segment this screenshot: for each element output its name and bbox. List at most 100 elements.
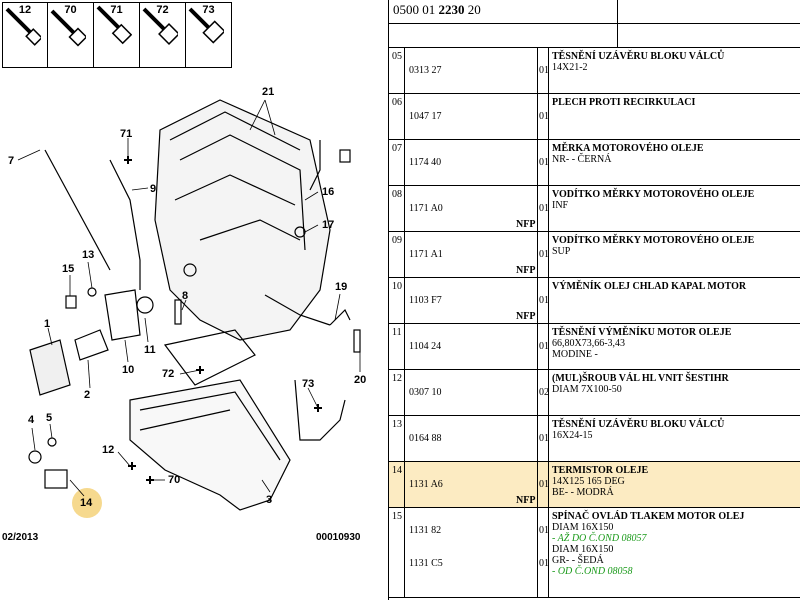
row-reference-cell (405, 508, 538, 597)
nfp-flag: NFP (516, 219, 536, 230)
row-index-text: 10 (392, 281, 402, 292)
callout-11[interactable]: 11 (144, 344, 156, 356)
row-reference-cell (405, 48, 538, 93)
part-detail: 14X21-2 (552, 62, 588, 73)
row-index-text: 14 (392, 465, 402, 476)
callout-14[interactable]: 14 (80, 497, 93, 509)
part-reference[interactable]: 1131 A6 (409, 479, 443, 490)
row-reference-cell (405, 370, 538, 415)
callout-17[interactable]: 17 (322, 219, 335, 231)
part-detail: 66,80X73,66-3,43 (552, 338, 626, 349)
callout-16[interactable]: 16 (322, 186, 335, 198)
row-qty-cell (538, 416, 549, 461)
part-title: TĚSNĚNÍ VÝMĚNÍKU MOTOR OLEJE (552, 327, 732, 338)
callout-20[interactable]: 20 (354, 374, 367, 386)
part-title: VODÍTKO MĚRKY MOTOROVÉHO OLEJE (552, 235, 755, 246)
part-title: PLECH PROTI RECIRKULACI (552, 97, 696, 108)
callout-2[interactable]: 2 (84, 389, 91, 401)
part-detail: NR- - ČERNÁ (552, 154, 612, 165)
part-detail: 14X125 165 DEG (552, 476, 625, 487)
part-quantity: 01 (539, 249, 549, 260)
row-index-text: 07 (392, 143, 402, 154)
row-qty-cell (538, 94, 549, 139)
highlight-circle (72, 488, 102, 518)
thumbnail-71[interactable]: 71 (94, 2, 140, 68)
callout-8[interactable]: 8 (182, 290, 189, 302)
callout-9[interactable]: 9 (150, 183, 157, 195)
validity-note: - OD Č.OND 08058 (552, 566, 633, 577)
callout-3[interactable]: 3 (266, 494, 273, 506)
bolt-icon (188, 7, 224, 44)
row-index: 12 (389, 370, 405, 415)
part-reference[interactable]: 1104 24 (409, 341, 442, 352)
row-index: 06 (389, 94, 405, 139)
part-reference[interactable]: 1174 40 (409, 157, 442, 168)
nfp-flag: NFP (516, 495, 536, 506)
callout-21[interactable]: 21 (262, 86, 275, 98)
callout-15[interactable]: 15 (62, 263, 75, 275)
row-qty-cell (538, 370, 549, 415)
part-title: VÝMĚNÍK OLEJ CHLAD KAPAL MOTOR (552, 281, 747, 292)
bolt-icon (50, 9, 86, 47)
callout-72[interactable]: 72 (162, 368, 175, 380)
row-index: 11 (389, 324, 405, 369)
callout-5[interactable]: 5 (46, 412, 53, 424)
part-reference[interactable]: 0307 10 (409, 387, 442, 398)
part-detail: DIAM 16X150 (552, 522, 614, 533)
fastener-thumbnails: 12 70 71 72 73 (2, 2, 232, 70)
table-header: 0500 01 2230 20 (389, 0, 800, 24)
part-reference[interactable]: 1047 17 (409, 111, 442, 122)
part-quantity: 01 (539, 295, 549, 306)
callout-4[interactable]: 4 (28, 414, 35, 426)
callout-10[interactable]: 10 (122, 364, 135, 376)
part-reference[interactable]: 1103 F7 (409, 295, 442, 306)
thumbnail-72[interactable]: 72 (140, 2, 186, 68)
row-index-text: 06 (392, 97, 402, 108)
part-quantity: 01 (539, 558, 549, 569)
part-quantity: 01 (539, 111, 549, 122)
row-description: PLECH PROTI RECIRKULACI (549, 94, 800, 139)
callout-71[interactable]: 71 (120, 128, 133, 140)
thumbnail-number: 72 (156, 4, 169, 16)
thumbnail-12[interactable]: 12 (2, 2, 48, 68)
table-spacer-row (389, 24, 800, 48)
part-reference[interactable]: 1131 C5 (409, 558, 443, 569)
row-index-text: 11 (392, 327, 402, 338)
row-index: 14 (389, 462, 405, 507)
thumbnail-number: 73 (202, 4, 215, 16)
thumbnail-70[interactable]: 70 (48, 2, 94, 68)
callout-73[interactable]: 73 (302, 378, 315, 390)
callout-13[interactable]: 13 (82, 249, 95, 261)
callout-1[interactable]: 1 (44, 318, 51, 330)
callout-7[interactable]: 7 (8, 155, 15, 167)
part-reference[interactable]: 1171 A1 (409, 249, 443, 260)
callout-12[interactable]: 12 (102, 444, 115, 456)
diagram-reference: 00010930 (316, 532, 361, 543)
part-reference[interactable]: 1171 A0 (409, 203, 443, 214)
row-reference-cell (405, 416, 538, 461)
part-detail: GR- - ŠEDÁ (552, 555, 604, 566)
nfp-flag: NFP (516, 311, 536, 322)
part-quantity: 01 (539, 341, 549, 352)
part-reference[interactable]: 0164 88 (409, 433, 442, 444)
thumbnail-73[interactable]: 73 (186, 2, 232, 68)
callout-19[interactable]: 19 (335, 281, 348, 293)
callout-70[interactable]: 70 (168, 474, 181, 486)
part-title: MĚRKA MOTOROVÉHO OLEJE (552, 143, 704, 154)
row-index-text: 09 (392, 235, 402, 246)
part-reference[interactable]: 1131 82 (409, 525, 442, 536)
part-reference[interactable]: 0313 27 (409, 65, 442, 76)
part-title: SPÍNAČ OVLÁD TLAKEM MOTOR OLEJ (552, 511, 745, 522)
